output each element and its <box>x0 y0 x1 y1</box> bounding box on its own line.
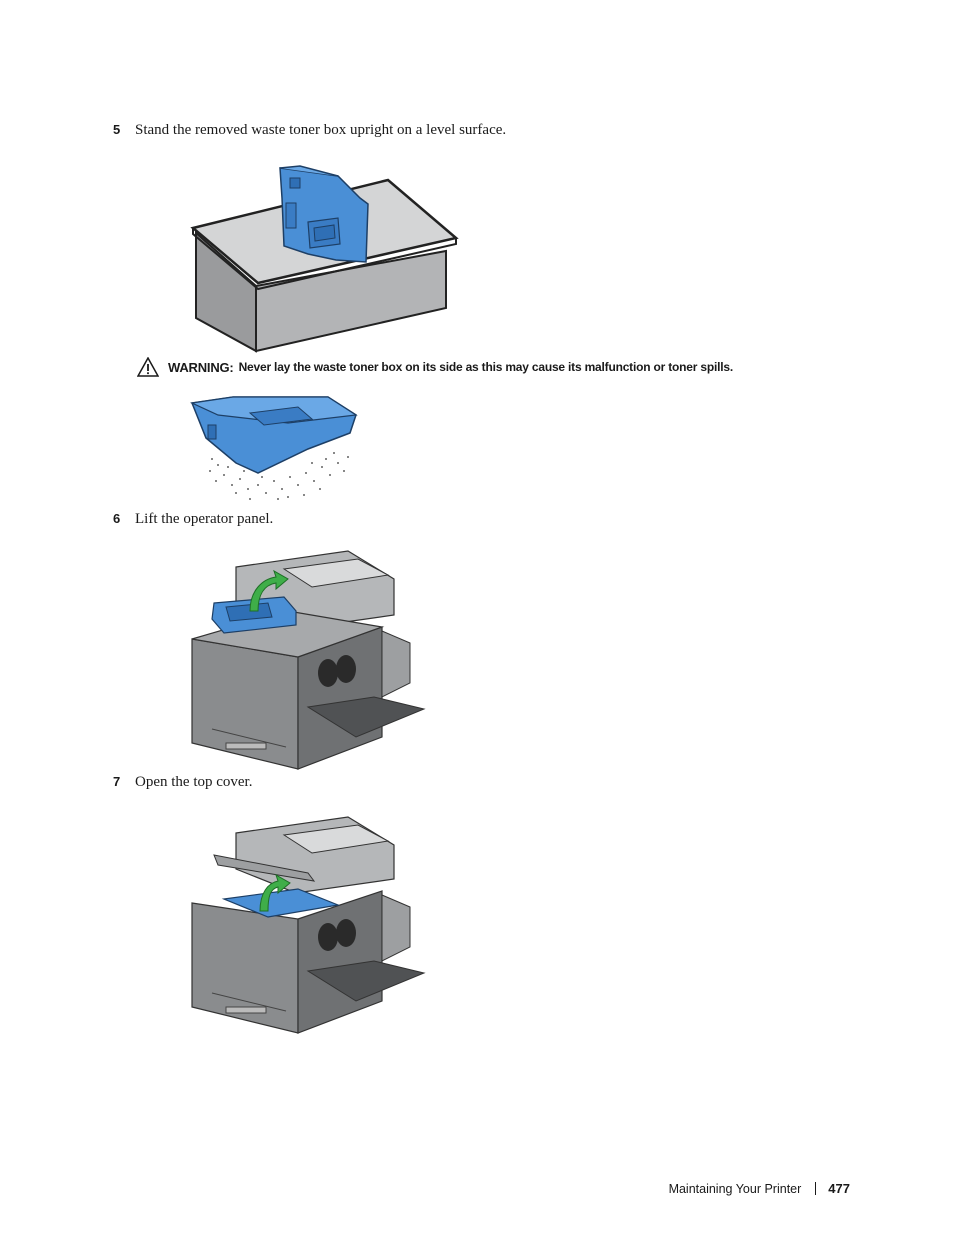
step-number: 6 <box>113 511 121 526</box>
step-5: 5 Stand the removed waste toner box uprig… <box>113 121 506 139</box>
page-footer: Maintaining Your Printer 477 <box>669 1181 850 1196</box>
printer-lift-operator-panel-figure <box>191 550 426 770</box>
step-6: 6 Lift the operator panel. <box>113 510 273 528</box>
step-7: 7 Open the top cover. <box>113 773 252 791</box>
waste-toner-box-side-spill-figure <box>189 396 358 500</box>
warning-note: WARNING: Never lay the waste toner box o… <box>137 357 733 377</box>
warning-label: WARNING: <box>168 359 234 375</box>
waste-toner-box-upright-figure <box>190 165 459 353</box>
step-text: Stand the removed waste toner box uprigh… <box>135 122 507 138</box>
step-number: 5 <box>113 122 121 137</box>
step-text: Open the top cover. <box>135 774 253 790</box>
warning-triangle-icon <box>137 357 159 377</box>
step-text: Lift the operator panel. <box>135 511 274 527</box>
step-number: 7 <box>113 774 121 789</box>
footer-section-title: Maintaining Your Printer <box>668 1181 802 1196</box>
footer-separator <box>815 1182 817 1195</box>
page-number: 477 <box>828 1181 850 1196</box>
warning-text: Never lay the waste toner box on its sid… <box>238 360 734 374</box>
printer-open-top-cover-figure <box>191 816 426 1034</box>
